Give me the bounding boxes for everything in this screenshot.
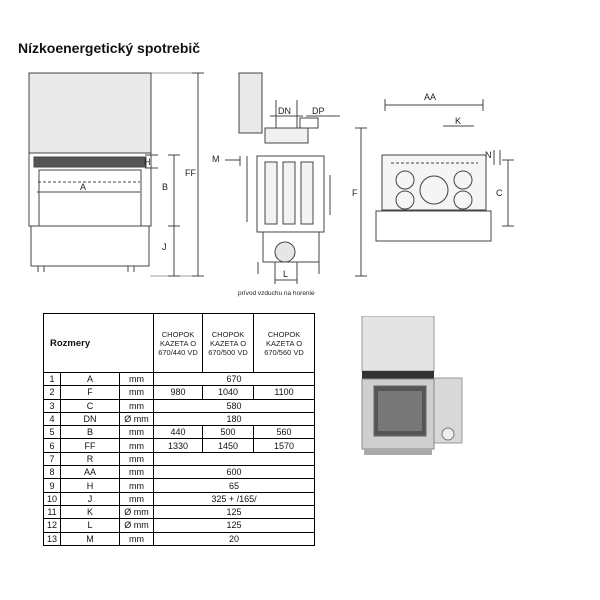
- row-number: 3: [43, 398, 61, 413]
- row-symbol: J: [60, 491, 120, 506]
- row-unit: mm: [119, 491, 154, 506]
- row-symbol: A: [60, 371, 120, 387]
- row-unit: Ø mm: [119, 411, 154, 427]
- row-unit: mm: [119, 425, 154, 440]
- table-header-col1: CHOPOK KAZETA O 670/440 VD: [153, 313, 203, 373]
- table-header-row: Rozmery CHOPOK KAZETA O 670/440 VD CHOPO…: [43, 313, 315, 373]
- row-number: 5: [43, 425, 61, 440]
- row-value-col3: 1100: [253, 385, 315, 400]
- row-symbol: R: [60, 451, 120, 467]
- row-unit: mm: [119, 465, 154, 480]
- row-symbol: DN: [60, 411, 120, 427]
- row-symbol: AA: [60, 465, 120, 480]
- row-symbol: F: [60, 385, 120, 400]
- dimensions-table: Rozmery CHOPOK KAZETA O 670/440 VD CHOPO…: [43, 313, 315, 546]
- row-number: 8: [43, 465, 61, 480]
- row-symbol: FF: [60, 438, 120, 453]
- label-C: C: [496, 188, 503, 198]
- label-DP: DP: [312, 106, 325, 116]
- row-value-col2: 1450: [202, 438, 254, 453]
- side-view: [225, 72, 367, 284]
- label-M: M: [212, 154, 220, 164]
- label-F: F: [352, 188, 358, 198]
- row-symbol: K: [60, 504, 120, 520]
- row-value-col1: 980: [153, 385, 203, 400]
- row-value: 125: [153, 504, 315, 520]
- row-number: 13: [43, 531, 61, 546]
- label-AA: AA: [424, 92, 436, 102]
- label-H: H: [144, 157, 151, 167]
- row-number: 1: [43, 371, 61, 387]
- row-number: 7: [43, 451, 61, 467]
- row-number: 11: [43, 504, 61, 520]
- label-K: K: [455, 116, 461, 126]
- row-unit: mm: [119, 398, 154, 413]
- label-A: A: [80, 182, 86, 192]
- row-number: 9: [43, 478, 61, 493]
- page-title: Nízkoenergetický spotrebič: [18, 40, 201, 56]
- row-unit: mm: [119, 385, 154, 400]
- row-symbol: M: [60, 531, 120, 546]
- row-symbol: B: [60, 425, 120, 440]
- top-view: [375, 99, 514, 242]
- front-view: [28, 72, 204, 277]
- label-DN: DN: [278, 106, 291, 116]
- row-symbol: L: [60, 518, 120, 533]
- label-L: L: [283, 269, 288, 279]
- row-unit: mm: [119, 438, 154, 453]
- fireplace-photo: [361, 316, 463, 455]
- row-value: 325 + /165/: [153, 491, 315, 506]
- label-FF: FF: [185, 168, 196, 178]
- table-header-col3: CHOPOK KAZETA O 670/560 VD: [253, 313, 315, 373]
- row-value: 180: [153, 411, 315, 427]
- row-number: 2: [43, 385, 61, 400]
- row-number: 4: [43, 411, 61, 427]
- row-value-col3: 1570: [253, 438, 315, 453]
- row-value: 670: [153, 371, 315, 387]
- row-unit: Ø mm: [119, 504, 154, 520]
- row-unit: mm: [119, 371, 154, 387]
- row-value: [153, 451, 315, 467]
- row-unit: mm: [119, 478, 154, 493]
- row-value-col2: 1040: [202, 385, 254, 400]
- table-header-label: Rozmery: [43, 313, 154, 373]
- row-value: 20: [153, 531, 315, 546]
- row-number: 12: [43, 518, 61, 533]
- label-N: N: [485, 150, 492, 160]
- row-unit: mm: [119, 531, 154, 546]
- row-unit: mm: [119, 451, 154, 467]
- row-value-col1: 1330: [153, 438, 203, 453]
- row-unit: Ø mm: [119, 518, 154, 533]
- row-number: 6: [43, 438, 61, 453]
- row-number: 10: [43, 491, 61, 506]
- row-value-col2: 500: [202, 425, 254, 440]
- table-header-col2: CHOPOK KAZETA O 670/500 VD: [202, 313, 254, 373]
- label-B: B: [162, 182, 168, 192]
- row-symbol: C: [60, 398, 120, 413]
- row-value-col3: 560: [253, 425, 315, 440]
- label-J: J: [162, 242, 167, 252]
- row-value: 125: [153, 518, 315, 533]
- row-value: 65: [153, 478, 315, 493]
- air-supply-caption: prívod vzduchu na horenie: [238, 290, 315, 297]
- row-symbol: H: [60, 478, 120, 493]
- technical-drawings: A H B J FF M DN DP F L AA K N C: [28, 72, 514, 284]
- row-value: 580: [153, 398, 315, 413]
- row-value: 600: [153, 465, 315, 480]
- row-value-col1: 440: [153, 425, 203, 440]
